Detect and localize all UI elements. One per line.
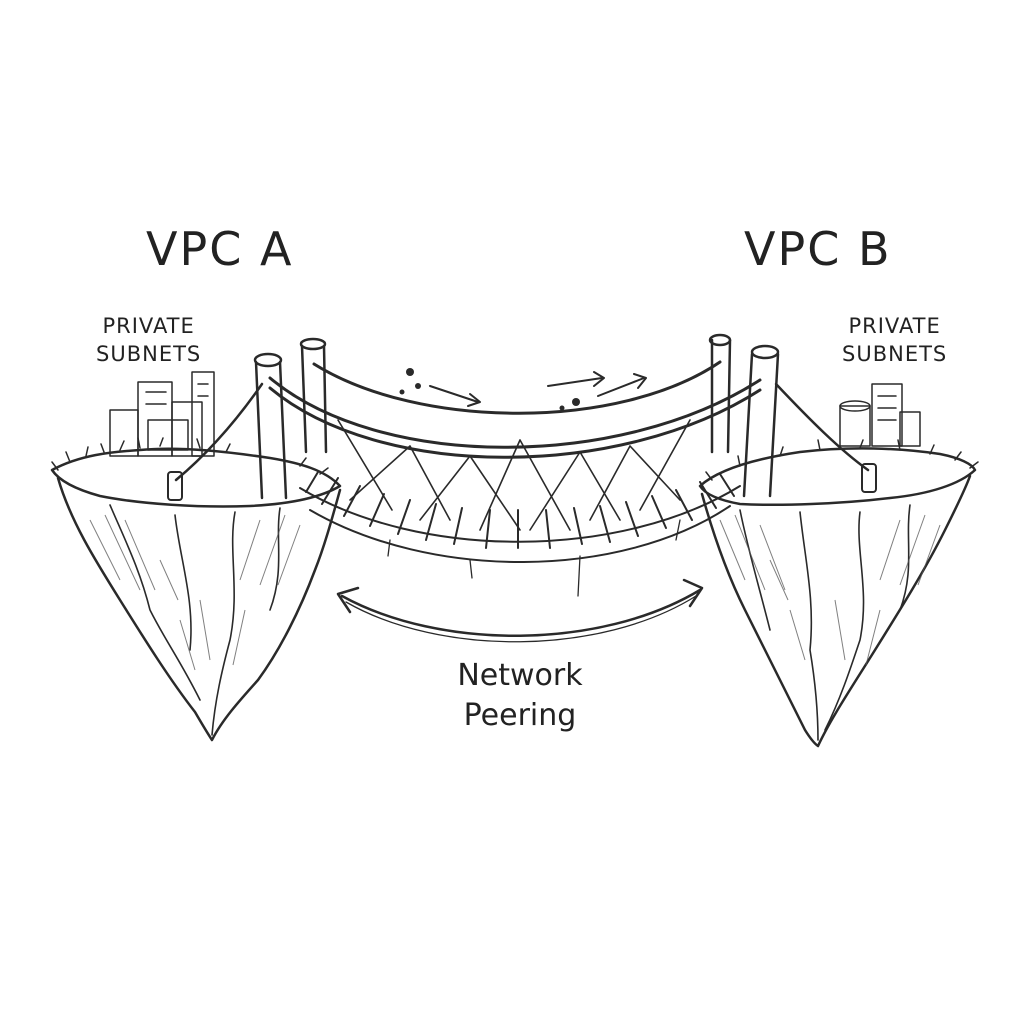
network-peering-line-1: Network [457, 658, 583, 693]
vpc-a-title: VPC A [146, 222, 294, 276]
rope-bridge [174, 333, 870, 597]
network-peering-label: Network Peering [440, 656, 600, 736]
vpc-b-subnet-label: PRIVATE SUBNETS [842, 312, 947, 368]
vpc-a-subnet-line-2: SUBNETS [96, 342, 202, 366]
vpc-a-island [50, 371, 342, 742]
vpc-b-title: VPC B [744, 222, 892, 276]
peering-arrow [336, 578, 704, 643]
vpc-b-subnet-line-2: SUBNETS [842, 342, 948, 366]
vpc-a-subnet-label: PRIVATE SUBNETS [96, 312, 201, 368]
vpc-b-subnet-line-1: PRIVATE [848, 314, 941, 338]
vpc-a-subnet-line-1: PRIVATE [102, 314, 195, 338]
network-peering-line-2: Peering [463, 698, 577, 733]
vpc-b-island [698, 383, 979, 748]
data-packets [399, 368, 647, 411]
